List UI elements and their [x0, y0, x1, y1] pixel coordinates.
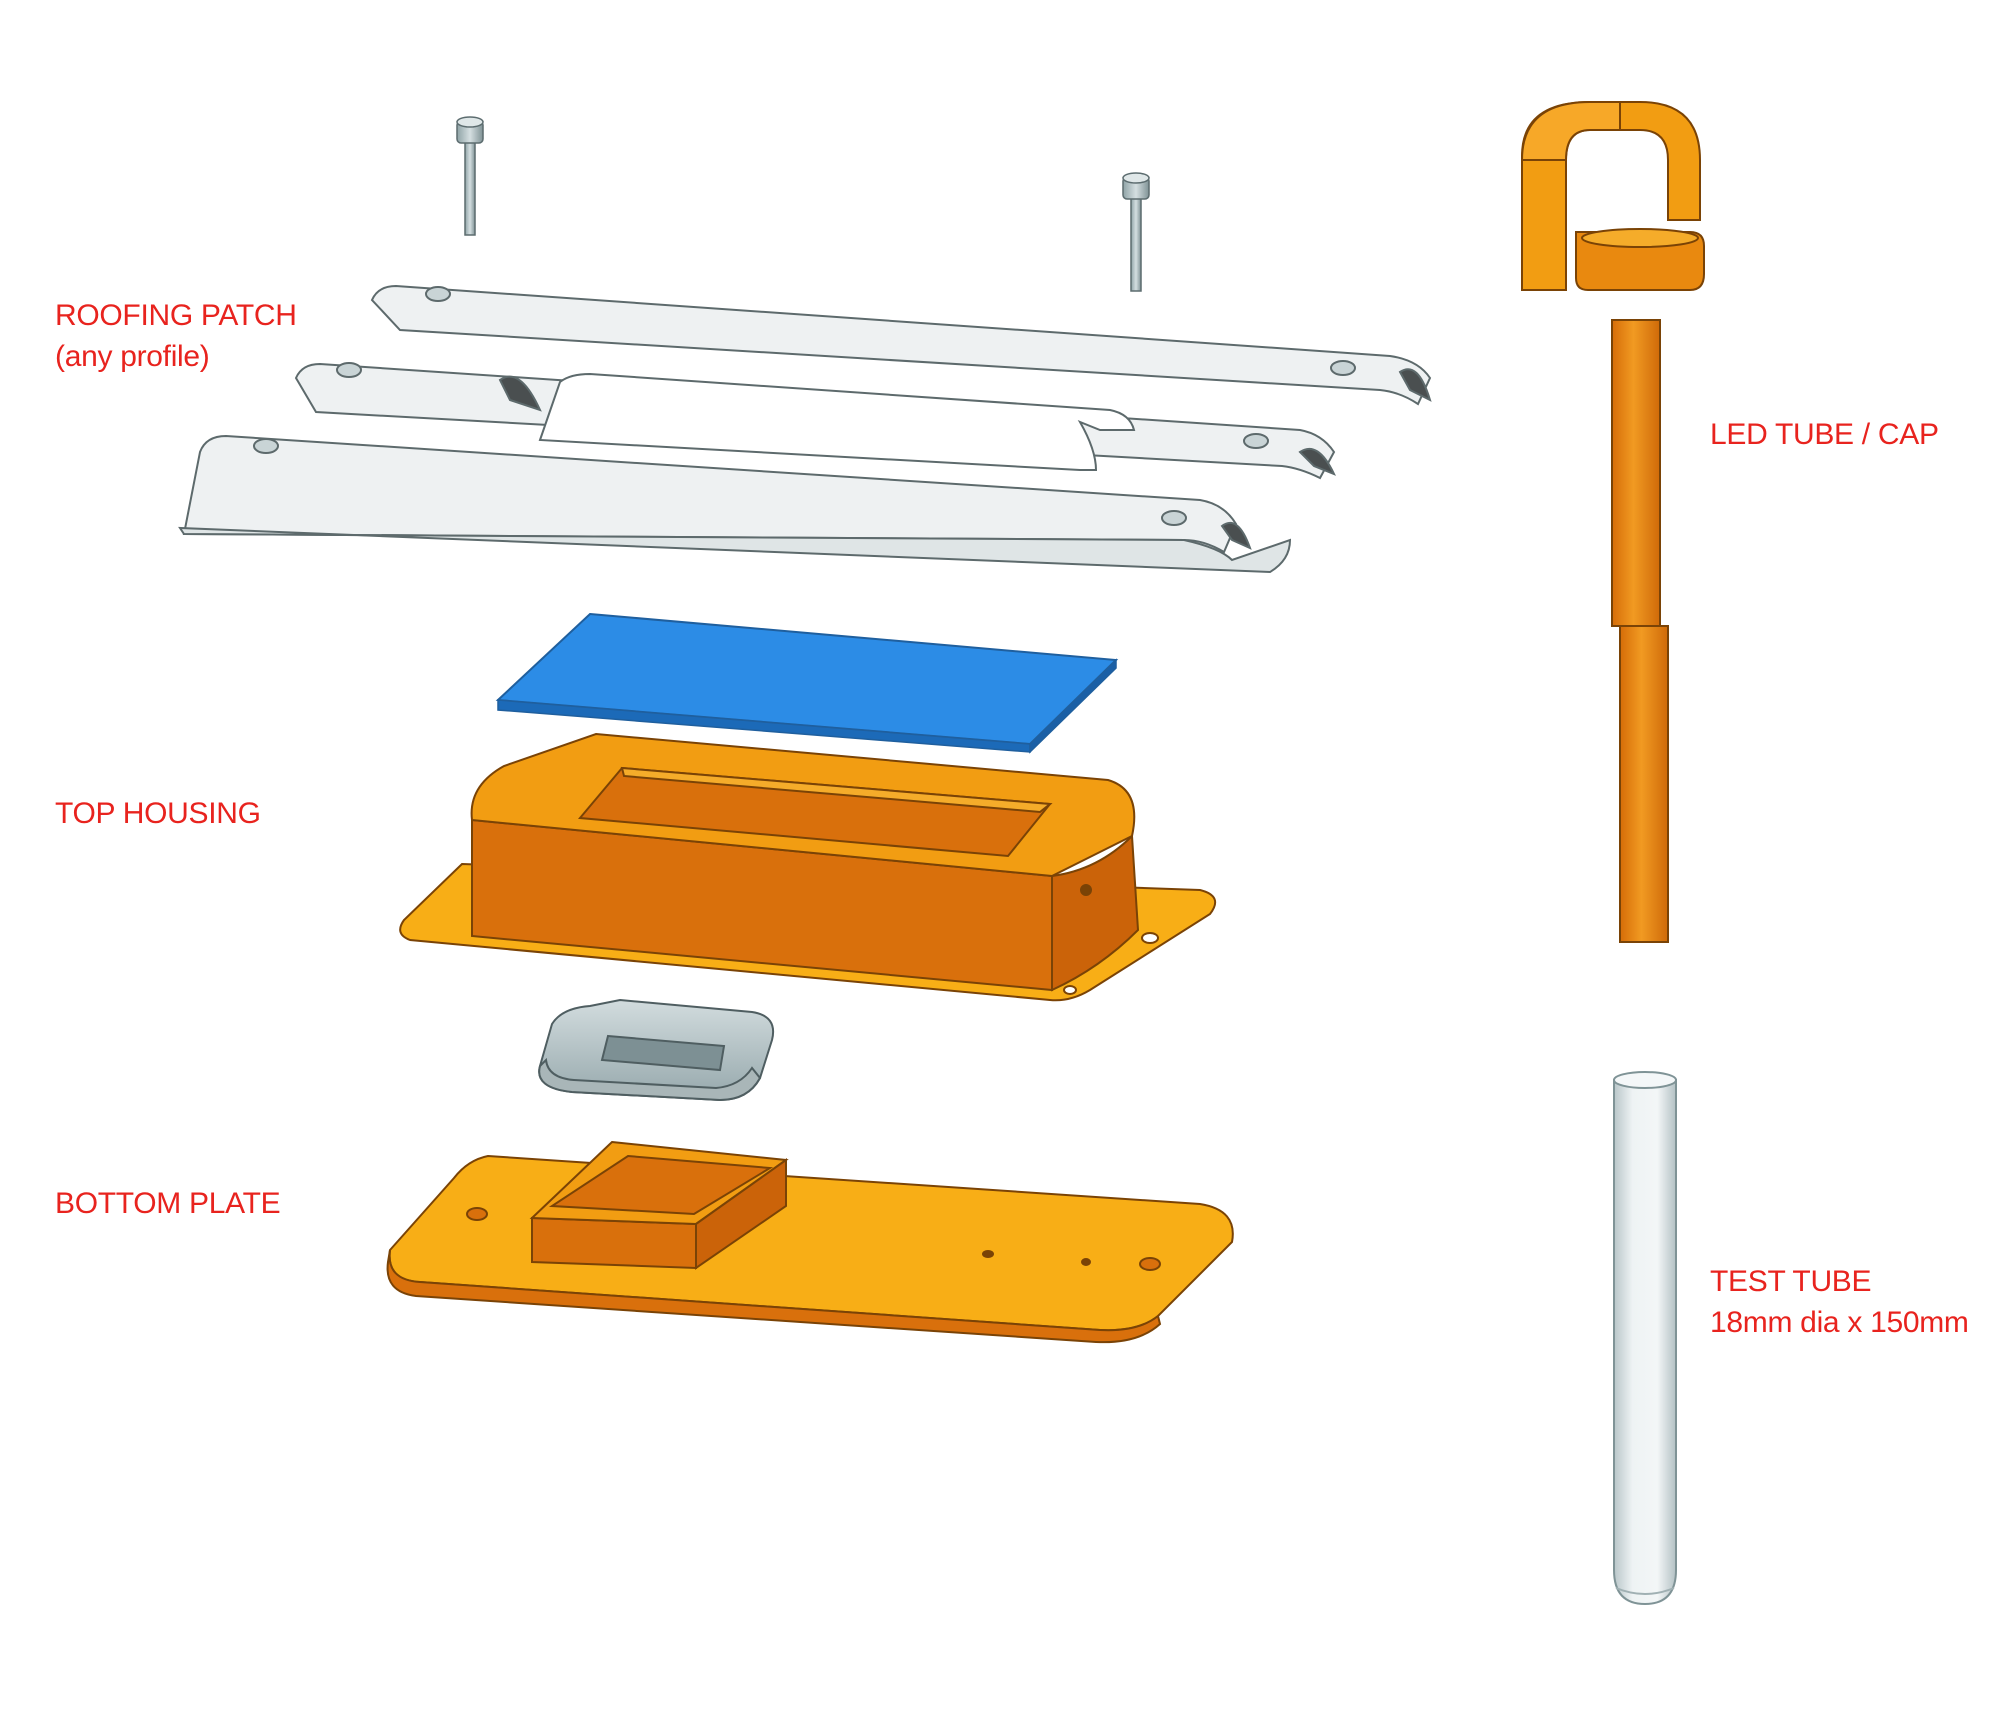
label-test-tube: TEST TUBE 18mm dia x 150mm	[1710, 1261, 1969, 1343]
screw-left	[456, 116, 484, 236]
top-housing	[399, 732, 1217, 1002]
label-roofing-patch: ROOFING PATCH (any profile)	[55, 295, 297, 377]
led-tube-cap	[1520, 101, 1705, 943]
label-top-housing: TOP HOUSING	[55, 793, 261, 834]
battery-pack	[538, 998, 774, 1102]
roofing-patch-sheet	[178, 284, 1432, 574]
label-test-tube-line1: TEST TUBE	[1710, 1265, 1872, 1298]
label-bottom-plate: BOTTOM PLATE	[55, 1183, 281, 1224]
blue-pad	[495, 612, 1119, 754]
label-led-tube-cap-line1: LED TUBE / CAP	[1710, 418, 1939, 451]
screw-right	[1122, 172, 1150, 292]
label-bottom-plate-line1: BOTTOM PLATE	[55, 1187, 281, 1220]
label-roofing-patch-line2: (any profile)	[55, 340, 210, 373]
label-led-tube-cap: LED TUBE / CAP	[1710, 414, 1939, 455]
label-test-tube-line2: 18mm dia x 150mm	[1710, 1306, 1969, 1339]
label-roofing-patch-line1: ROOFING PATCH	[55, 299, 297, 332]
bottom-plate	[386, 1140, 1234, 1344]
label-top-housing-line1: TOP HOUSING	[55, 797, 261, 830]
test-tube	[1613, 1071, 1677, 1606]
